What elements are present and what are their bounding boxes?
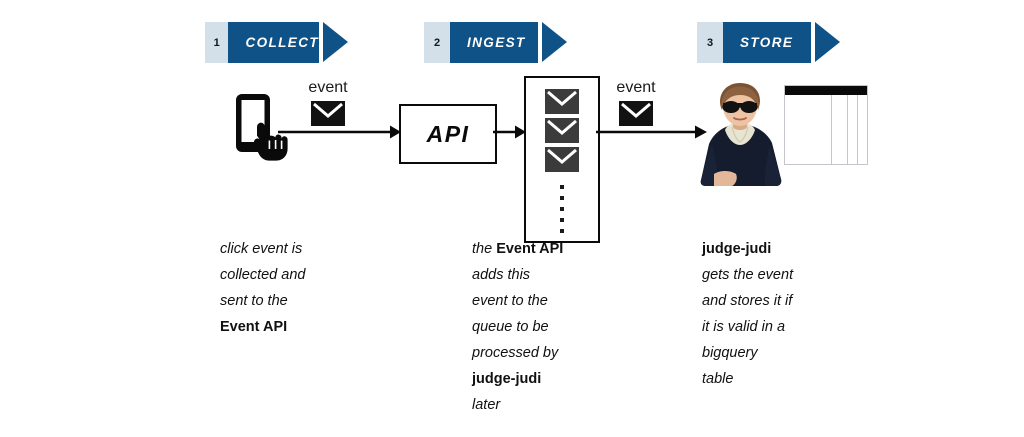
stage-label-store: STORE	[723, 22, 811, 63]
stage-number-3: 3	[697, 22, 723, 63]
caption-line: judge-judi	[472, 366, 622, 392]
caption-text: click event is	[220, 241, 303, 257]
caption-line: adds this	[472, 262, 622, 288]
arrow-phone-to-api	[278, 122, 402, 147]
event-label-text: event	[616, 79, 656, 96]
caption-emphasis: judge-judi	[702, 241, 772, 257]
event-label-text: event	[308, 79, 348, 96]
caption-text: bigquery	[702, 345, 758, 361]
stage-label-collect: COLLECT	[228, 22, 319, 63]
event-label-1: event	[295, 80, 361, 126]
chevron-right-icon	[542, 22, 567, 62]
caption-line: it is valid in a	[702, 314, 852, 340]
caption-line: click event is	[220, 236, 390, 262]
caption-line: bigquery	[702, 340, 852, 366]
caption-text: sent to the	[220, 293, 288, 309]
caption-emphasis: Event API	[220, 319, 288, 335]
envelope-icon	[545, 118, 579, 143]
caption-line: event to the	[472, 288, 622, 314]
queue-ellipsis-icon	[560, 185, 564, 240]
caption-text: table	[702, 371, 734, 387]
chevron-right-icon	[815, 22, 840, 62]
caption-text: later	[472, 397, 501, 413]
bigquery-table-icon	[784, 85, 868, 165]
event-label-2: event	[603, 80, 669, 126]
queue-box	[524, 76, 600, 243]
stage-banner-collect: 1 COLLECT	[205, 22, 348, 63]
ingest-caption: the Event API adds this event to the queue …	[472, 236, 622, 418]
caption-line: table	[702, 366, 852, 392]
envelope-icon	[619, 101, 653, 126]
caption-text: queue to be	[472, 319, 549, 335]
envelope-icon	[311, 101, 345, 126]
stage-number-2: 2	[424, 22, 450, 63]
stage-banner-ingest: 2 INGEST	[424, 22, 567, 63]
stage-label-ingest: INGEST	[450, 22, 538, 63]
caption-text: the	[472, 241, 497, 257]
envelope-icon	[545, 147, 579, 172]
caption-line: queue to be	[472, 314, 622, 340]
caption-text: it is valid in a	[702, 319, 786, 335]
envelope-icon	[545, 89, 579, 114]
caption-line: Event API	[220, 314, 390, 340]
caption-text: adds this	[472, 267, 531, 283]
caption-line: and stores it if	[702, 288, 852, 314]
arrow-queue-to-judge	[596, 122, 708, 147]
caption-line: processed by	[472, 340, 622, 366]
judge-judi-photo	[692, 82, 788, 192]
caption-line: sent to the	[220, 288, 390, 314]
caption-text: processed by	[472, 345, 559, 361]
caption-text: and stores it if	[702, 293, 793, 309]
caption-emphasis: judge-judi	[472, 371, 542, 387]
caption-line: gets the event	[702, 262, 852, 288]
caption-line: collected and	[220, 262, 390, 288]
table-header-bar	[785, 86, 867, 95]
caption-text: event to the	[472, 293, 548, 309]
stage-banner-store: 3 STORE	[697, 22, 840, 63]
chevron-right-icon	[323, 22, 348, 62]
api-box-label: API	[426, 120, 470, 147]
table-columns	[785, 95, 867, 164]
caption-text: gets the event	[702, 267, 794, 283]
api-box: API	[399, 104, 497, 164]
phone-tap-icon	[234, 93, 290, 168]
caption-line: judge-judi	[702, 236, 852, 262]
store-caption: judge-judi gets the event and stores it if…	[702, 236, 852, 392]
caption-emphasis: Event API	[496, 241, 564, 257]
caption-text: collected and	[220, 267, 306, 283]
caption-line: the Event API	[472, 236, 622, 262]
caption-line: later	[472, 392, 622, 418]
stage-number-1: 1	[205, 22, 229, 63]
arrow-api-to-queue	[493, 122, 527, 147]
